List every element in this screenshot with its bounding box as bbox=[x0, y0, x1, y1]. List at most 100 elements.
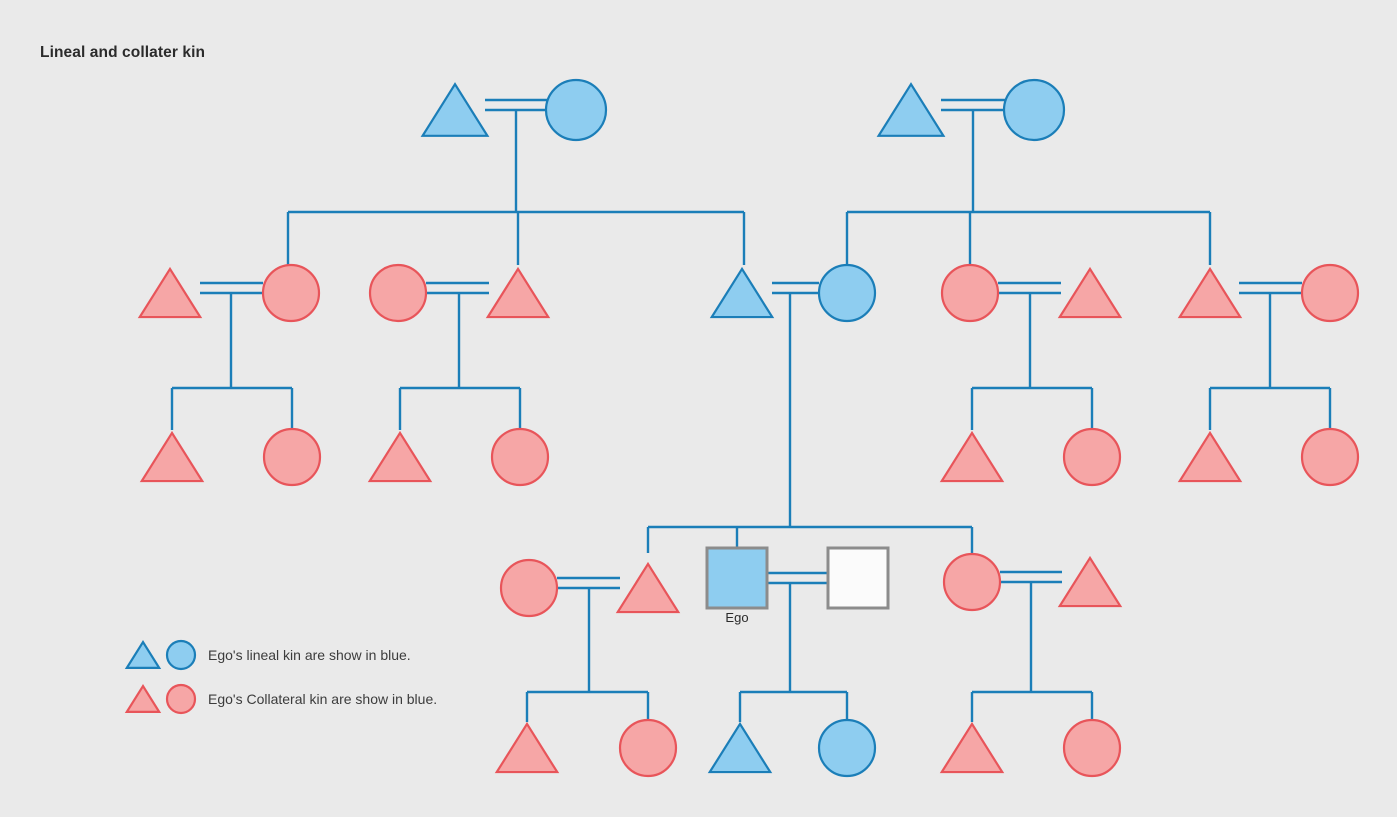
ego-square[interactable] bbox=[705, 546, 769, 610]
marriage-ego bbox=[768, 571, 828, 692]
cousin-female-4[interactable] bbox=[1300, 427, 1360, 487]
aunt-by-marriage-right[interactable] bbox=[1300, 263, 1360, 323]
cousin-female-1[interactable] bbox=[262, 427, 322, 487]
cousin-female-3-circle[interactable] bbox=[1062, 427, 1122, 487]
brother-triangle[interactable] bbox=[615, 561, 681, 614]
sibship-maternal-line bbox=[845, 210, 1212, 265]
son[interactable] bbox=[707, 721, 773, 774]
mother-circle[interactable] bbox=[817, 263, 877, 323]
paternal-grandmother[interactable] bbox=[544, 78, 608, 142]
sister-in-law-left-circle[interactable] bbox=[499, 558, 559, 618]
cousin-male-2[interactable] bbox=[367, 430, 433, 483]
uncle-by-marriage-right-triangle[interactable] bbox=[1057, 266, 1123, 319]
legend-collateral-triangle-icon bbox=[124, 684, 162, 714]
legend-collateral-text: Ego's Collateral kin are show in blue. bbox=[208, 691, 437, 707]
nephew-right-triangle[interactable] bbox=[939, 721, 1005, 774]
marriage-maternal-grandparents bbox=[941, 98, 1006, 212]
marriage-aunt-uncle-2 bbox=[426, 281, 489, 388]
legend-collateral: Ego's Collateral kin are show in blue. bbox=[124, 683, 437, 715]
maternal-aunt-circle[interactable] bbox=[940, 263, 1000, 323]
nephew-right[interactable] bbox=[939, 721, 1005, 774]
ego-spouse[interactable] bbox=[826, 546, 890, 610]
aunt-by-marriage-right-circle[interactable] bbox=[1300, 263, 1360, 323]
niece-right-circle[interactable] bbox=[1062, 718, 1122, 778]
maternal-grandmother[interactable] bbox=[1002, 78, 1066, 142]
niece-left-circle[interactable] bbox=[618, 718, 678, 778]
paternal-uncle[interactable] bbox=[485, 266, 551, 319]
sibship-cousins-4 bbox=[1208, 386, 1332, 430]
maternal-uncle-triangle[interactable] bbox=[1177, 266, 1243, 319]
maternal-uncle[interactable] bbox=[1177, 266, 1243, 319]
brother-in-law-right[interactable] bbox=[1057, 555, 1123, 608]
mother[interactable] bbox=[817, 263, 877, 323]
maternal-aunt[interactable] bbox=[940, 263, 1000, 323]
paternal-uncle-triangle[interactable] bbox=[485, 266, 551, 319]
cousin-female-2-circle[interactable] bbox=[490, 427, 550, 487]
cousin-male-2-triangle[interactable] bbox=[367, 430, 433, 483]
marriage-parents bbox=[772, 281, 819, 527]
cousin-female-3[interactable] bbox=[1062, 427, 1122, 487]
paternal-grandfather-triangle[interactable] bbox=[420, 82, 490, 137]
cousin-female-2[interactable] bbox=[490, 427, 550, 487]
marriage-aunt-uncle-3 bbox=[998, 281, 1061, 388]
paternal-grandfather[interactable] bbox=[420, 82, 490, 137]
nephew-left[interactable] bbox=[494, 721, 560, 774]
daughter[interactable] bbox=[817, 718, 877, 778]
aunt-by-marriage-left[interactable] bbox=[368, 263, 428, 323]
uncle-by-marriage-left-triangle[interactable] bbox=[137, 266, 203, 319]
maternal-grandfather[interactable] bbox=[876, 82, 946, 137]
cousin-male-4-triangle[interactable] bbox=[1177, 430, 1243, 483]
sibship-ego-children bbox=[738, 690, 849, 722]
legend-layer: Ego's lineal kin are show in blue. Ego's … bbox=[124, 639, 437, 715]
page-title: Lineal and collater kin bbox=[40, 44, 206, 61]
maternal-grandfather-triangle[interactable] bbox=[876, 82, 946, 137]
sibship-ego-siblings bbox=[646, 525, 974, 553]
sibship-paternal-line bbox=[286, 210, 746, 265]
sibship-nephews-right bbox=[970, 690, 1094, 722]
brother[interactable] bbox=[615, 561, 681, 614]
uncle-by-marriage-right[interactable] bbox=[1057, 266, 1123, 319]
niece-left[interactable] bbox=[618, 718, 678, 778]
maternal-grandmother-circle[interactable] bbox=[1002, 78, 1066, 142]
sister-circle[interactable] bbox=[942, 552, 1002, 612]
ego-label: Ego bbox=[725, 610, 748, 625]
son-triangle[interactable] bbox=[707, 721, 773, 774]
paternal-aunt-circle[interactable] bbox=[261, 263, 321, 323]
uncle-by-marriage-left[interactable] bbox=[137, 266, 203, 319]
cousin-female-1-circle[interactable] bbox=[262, 427, 322, 487]
ego-spouse-square[interactable] bbox=[826, 546, 890, 610]
cousin-male-3[interactable] bbox=[939, 430, 1005, 483]
paternal-grandmother-circle[interactable] bbox=[544, 78, 608, 142]
legend-lineal-triangle-icon bbox=[124, 640, 162, 670]
cousin-female-4-circle[interactable] bbox=[1300, 427, 1360, 487]
marriage-sister bbox=[1000, 570, 1062, 692]
link-layer bbox=[170, 98, 1332, 722]
node-layer: Ego bbox=[137, 78, 1360, 778]
nephew-left-triangle[interactable] bbox=[494, 721, 560, 774]
cousin-male-1[interactable] bbox=[139, 430, 205, 483]
marriage-paternal-grandparents bbox=[485, 98, 548, 212]
sibship-cousins-3 bbox=[970, 386, 1094, 430]
aunt-by-marriage-left-circle[interactable] bbox=[368, 263, 428, 323]
marriage-brother bbox=[557, 576, 620, 692]
cousin-male-4[interactable] bbox=[1177, 430, 1243, 483]
sister[interactable] bbox=[942, 552, 1002, 612]
sibship-cousins-2 bbox=[398, 386, 522, 430]
legend-lineal: Ego's lineal kin are show in blue. bbox=[124, 639, 411, 671]
sibship-cousins-1 bbox=[170, 386, 294, 430]
cousin-male-3-triangle[interactable] bbox=[939, 430, 1005, 483]
marriage-aunt-uncle-1 bbox=[200, 281, 263, 388]
sister-in-law-left[interactable] bbox=[499, 558, 559, 618]
cousin-male-1-triangle[interactable] bbox=[139, 430, 205, 483]
sibship-nephews-left bbox=[525, 690, 650, 722]
father[interactable] bbox=[709, 266, 775, 319]
paternal-aunt[interactable] bbox=[261, 263, 321, 323]
ego[interactable]: Ego bbox=[705, 546, 769, 625]
father-triangle[interactable] bbox=[709, 266, 775, 319]
niece-right[interactable] bbox=[1062, 718, 1122, 778]
daughter-circle[interactable] bbox=[817, 718, 877, 778]
brother-in-law-right-triangle[interactable] bbox=[1057, 555, 1123, 608]
marriage-aunt-uncle-4 bbox=[1239, 281, 1302, 388]
